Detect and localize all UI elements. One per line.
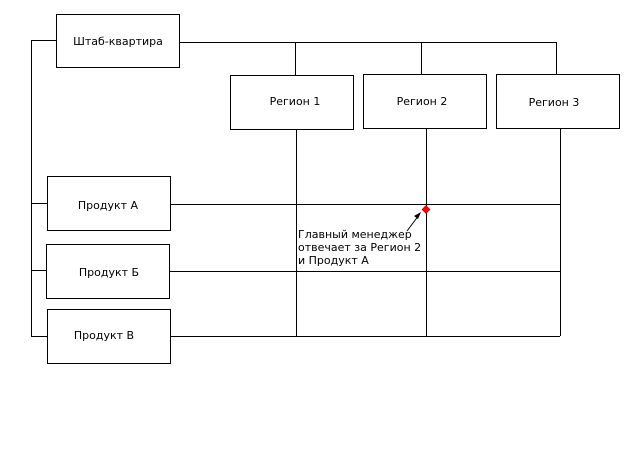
product-node-c: Продукт В	[47, 309, 171, 364]
region-label-3: Регион 3	[529, 96, 580, 109]
region-label-1: Регион 1	[270, 95, 321, 108]
product-label-c: Продукт В	[74, 329, 134, 342]
product-label-b: Продукт Б	[79, 266, 139, 279]
region-node-1: Регион 1	[230, 75, 354, 130]
product-box-a	[47, 176, 171, 231]
region-label-2: Регион 2	[397, 95, 448, 108]
callout-line-2: отвечает за Регион 2	[298, 241, 421, 254]
product-box-c	[47, 309, 171, 364]
callout-arrowhead-icon	[414, 212, 421, 219]
intersection-marker-icon	[421, 205, 431, 214]
product-label-a: Продукт А	[78, 199, 139, 212]
product-node-b: Продукт Б	[46, 244, 170, 299]
callout-line-3: и Продукт А	[298, 254, 369, 267]
region-box-2	[363, 74, 487, 129]
region-box-3	[496, 74, 620, 129]
region-node-2: Регион 2	[363, 74, 487, 129]
connector-lines	[31, 40, 561, 337]
product-box-b	[46, 244, 170, 299]
headquarters-node: Штаб-квартира	[56, 14, 180, 68]
region-node-3: Регион 3	[496, 74, 620, 129]
region-box-1	[230, 75, 354, 130]
headquarters-box	[56, 14, 180, 68]
callout-annotation: Главный менеджер отвечает за Регион 2 и …	[298, 212, 421, 267]
product-node-a: Продукт А	[47, 176, 171, 231]
headquarters-label: Штаб-квартира	[73, 35, 163, 48]
callout-line-1: Главный менеджер	[298, 228, 412, 241]
